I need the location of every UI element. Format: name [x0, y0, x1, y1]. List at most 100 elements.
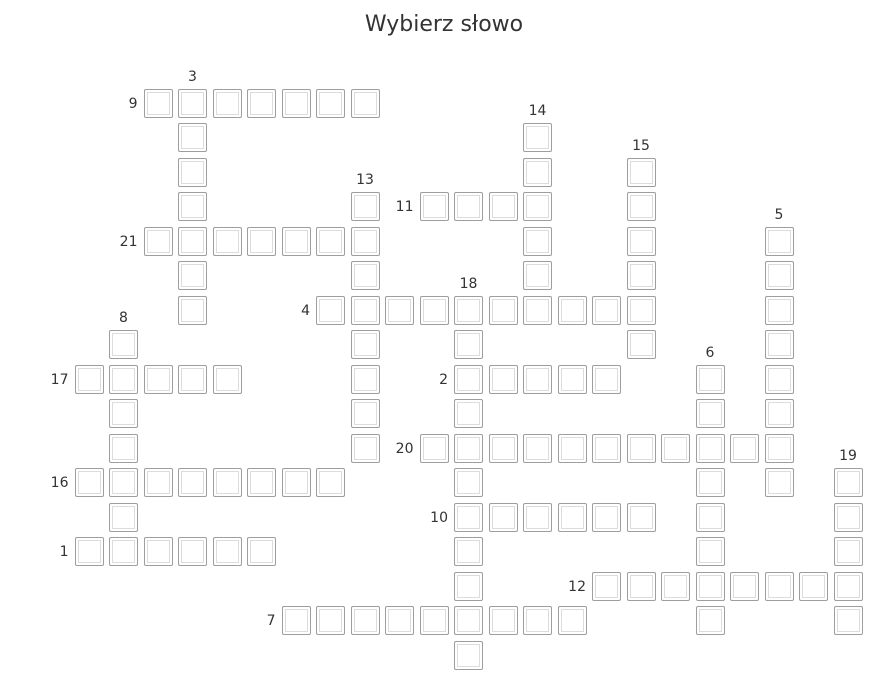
crossword-cell[interactable]: [592, 433, 621, 463]
crossword-cell[interactable]: [143, 88, 173, 118]
crossword-cell[interactable]: [592, 295, 621, 325]
crossword-cell[interactable]: [109, 399, 138, 428]
crossword-cell[interactable]: [109, 502, 138, 532]
crossword-cell[interactable]: [523, 192, 552, 221]
crossword-cell[interactable]: [74, 537, 104, 566]
crossword-cell[interactable]: [281, 468, 311, 497]
crossword-cell[interactable]: [695, 468, 725, 497]
crossword-cell[interactable]: [592, 571, 621, 601]
crossword-cell[interactable]: [695, 571, 725, 601]
crossword-cell[interactable]: [764, 468, 794, 497]
crossword-cell[interactable]: [523, 157, 552, 187]
crossword-cell[interactable]: [764, 295, 794, 325]
crossword-cell[interactable]: [454, 192, 483, 221]
crossword-cell[interactable]: [316, 468, 345, 497]
crossword-cell[interactable]: [454, 640, 483, 670]
crossword-cell[interactable]: [730, 571, 759, 601]
crossword-cell[interactable]: [764, 399, 794, 428]
crossword-cell[interactable]: [764, 364, 794, 394]
crossword-cell[interactable]: [523, 606, 552, 635]
crossword-cell[interactable]: [454, 330, 483, 359]
crossword-cell[interactable]: [488, 433, 518, 463]
crossword-cell[interactable]: [247, 88, 276, 118]
crossword-cell[interactable]: [281, 226, 311, 256]
crossword-cell[interactable]: [454, 399, 483, 428]
crossword-cell[interactable]: [350, 261, 380, 290]
crossword-cell[interactable]: [178, 123, 207, 152]
crossword-cell[interactable]: [488, 502, 518, 532]
crossword-cell[interactable]: [488, 606, 518, 635]
crossword-cell[interactable]: [109, 433, 138, 463]
crossword-cell[interactable]: [143, 364, 173, 394]
crossword-cell[interactable]: [454, 502, 483, 532]
crossword-cell[interactable]: [764, 261, 794, 290]
crossword-cell[interactable]: [350, 226, 380, 256]
crossword-cell[interactable]: [626, 295, 656, 325]
crossword-cell[interactable]: [695, 502, 725, 532]
crossword-cell[interactable]: [143, 468, 173, 497]
crossword-cell[interactable]: [626, 157, 656, 187]
crossword-cell[interactable]: [523, 226, 552, 256]
crossword-cell[interactable]: [212, 468, 242, 497]
crossword-cell[interactable]: [695, 364, 725, 394]
crossword-cell[interactable]: [178, 226, 207, 256]
crossword-cell[interactable]: [316, 88, 345, 118]
crossword-cell[interactable]: [74, 468, 104, 497]
crossword-cell[interactable]: [316, 295, 345, 325]
crossword-cell[interactable]: [247, 468, 276, 497]
crossword-cell[interactable]: [454, 433, 483, 463]
crossword-cell[interactable]: [695, 399, 725, 428]
crossword-cell[interactable]: [212, 226, 242, 256]
crossword-cell[interactable]: [316, 606, 345, 635]
crossword-cell[interactable]: [799, 571, 828, 601]
crossword-cell[interactable]: [350, 88, 380, 118]
crossword-cell[interactable]: [247, 537, 276, 566]
crossword-cell[interactable]: [661, 571, 690, 601]
crossword-cell[interactable]: [833, 537, 863, 566]
crossword-cell[interactable]: [178, 261, 207, 290]
crossword-cell[interactable]: [661, 433, 690, 463]
crossword-cell[interactable]: [419, 295, 449, 325]
crossword-cell[interactable]: [143, 537, 173, 566]
crossword-cell[interactable]: [350, 192, 380, 221]
crossword-cell[interactable]: [730, 433, 759, 463]
crossword-cell[interactable]: [178, 468, 207, 497]
crossword-cell[interactable]: [212, 88, 242, 118]
crossword-cell[interactable]: [454, 468, 483, 497]
crossword-cell[interactable]: [178, 537, 207, 566]
crossword-cell[interactable]: [523, 364, 552, 394]
crossword-cell[interactable]: [316, 226, 345, 256]
crossword-cell[interactable]: [454, 571, 483, 601]
crossword-cell[interactable]: [557, 295, 587, 325]
crossword-cell[interactable]: [626, 502, 656, 532]
crossword-cell[interactable]: [488, 295, 518, 325]
crossword-cell[interactable]: [385, 606, 414, 635]
crossword-cell[interactable]: [247, 226, 276, 256]
crossword-cell[interactable]: [557, 433, 587, 463]
crossword-cell[interactable]: [454, 364, 483, 394]
crossword-cell[interactable]: [350, 295, 380, 325]
crossword-cell[interactable]: [523, 295, 552, 325]
crossword-cell[interactable]: [488, 192, 518, 221]
crossword-cell[interactable]: [833, 468, 863, 497]
crossword-cell[interactable]: [350, 606, 380, 635]
crossword-cell[interactable]: [626, 261, 656, 290]
crossword-cell[interactable]: [419, 192, 449, 221]
crossword-cell[interactable]: [695, 433, 725, 463]
crossword-cell[interactable]: [143, 226, 173, 256]
crossword-cell[interactable]: [109, 537, 138, 566]
crossword-cell[interactable]: [178, 364, 207, 394]
crossword-cell[interactable]: [523, 261, 552, 290]
crossword-cell[interactable]: [212, 364, 242, 394]
crossword-cell[interactable]: [74, 364, 104, 394]
crossword-cell[interactable]: [764, 433, 794, 463]
crossword-cell[interactable]: [419, 606, 449, 635]
crossword-cell[interactable]: [109, 330, 138, 359]
crossword-cell[interactable]: [626, 192, 656, 221]
crossword-cell[interactable]: [350, 399, 380, 428]
crossword-cell[interactable]: [350, 330, 380, 359]
crossword-cell[interactable]: [695, 537, 725, 566]
crossword-cell[interactable]: [350, 364, 380, 394]
crossword-cell[interactable]: [833, 606, 863, 635]
crossword-cell[interactable]: [385, 295, 414, 325]
